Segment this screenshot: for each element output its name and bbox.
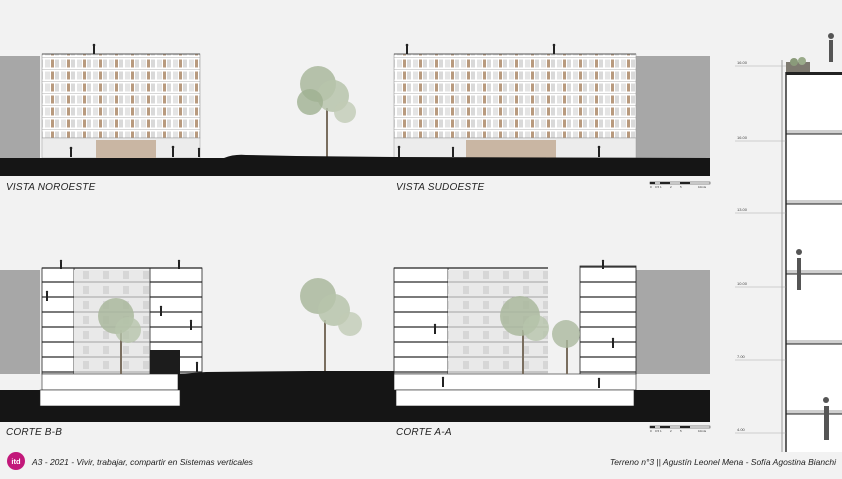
people-bottom	[45, 259, 615, 388]
people-top	[69, 43, 601, 157]
level-marker: 16.00	[737, 60, 748, 65]
label-corte-b-b: CORTE B-B	[6, 427, 62, 438]
scale-tick: 5	[680, 429, 682, 433]
tree-top	[297, 66, 356, 158]
level-marker: 16.00	[737, 135, 748, 140]
label-vista-noroeste: VISTA NOROESTE	[6, 182, 96, 193]
scale-tick: 0.5	[655, 185, 660, 189]
elevation-top: VISTA NOROESTE VISTA SUDOESTE 0 0.5 1 2 …	[0, 43, 711, 193]
scale-tick: 0	[650, 185, 652, 189]
scale-tick: 0.5	[655, 429, 660, 433]
neighbor-wall-left	[0, 56, 40, 158]
level-marker: 7.00	[737, 354, 746, 359]
level-marker: 4.00	[737, 427, 746, 432]
scale-tick: 2	[670, 185, 672, 189]
scale-tick: 10mts	[698, 429, 707, 433]
scale-tick: 1	[660, 185, 662, 189]
scale-tick: 5	[680, 185, 682, 189]
building-noroeste-facade	[41, 53, 201, 159]
itd-logo	[7, 452, 25, 470]
scale-bar-top: 0 0.5 1 2 5 10mts	[649, 181, 711, 189]
scale-tick: 10mts	[698, 185, 707, 189]
level-lines	[735, 65, 786, 434]
neighbor-wall-right-2	[636, 270, 710, 374]
level-marker: 13.00	[737, 207, 748, 212]
section-bottom: CORTE B-B CORTE A-A 0 0.5 1 2 5 10mts	[0, 259, 711, 438]
ground-top	[0, 154, 710, 176]
neighbor-wall-right	[636, 56, 710, 158]
trees-bottom	[98, 278, 580, 374]
level-marker: 10.00	[737, 281, 748, 286]
footer-course: A3 - 2021 - Vivir, trabajar, compartir e…	[31, 457, 254, 467]
label-vista-sudoeste: VISTA SUDOESTE	[396, 182, 485, 193]
building-sudoeste-facade	[393, 53, 637, 159]
label-corte-a-a: CORTE A-A	[396, 427, 452, 438]
footer-authors: Terreno n°3 || Agustín Leonel Mena - Sof…	[610, 457, 837, 467]
neighbor-wall-left-2	[0, 270, 40, 374]
footer: itd A3 - 2021 - Vivir, trabajar, compart…	[7, 452, 837, 470]
scale-bar-bottom: 0 0.5 1 2 5 10mts	[649, 425, 711, 433]
scale-tick: 0	[650, 429, 652, 433]
detail-people	[796, 33, 834, 440]
itd-logo-text: itd	[11, 457, 21, 466]
scale-tick: 1	[660, 429, 662, 433]
detail-section: 16.00 16.00 13.00 10.00 7.00 4.00	[735, 33, 842, 452]
scale-tick: 2	[670, 429, 672, 433]
